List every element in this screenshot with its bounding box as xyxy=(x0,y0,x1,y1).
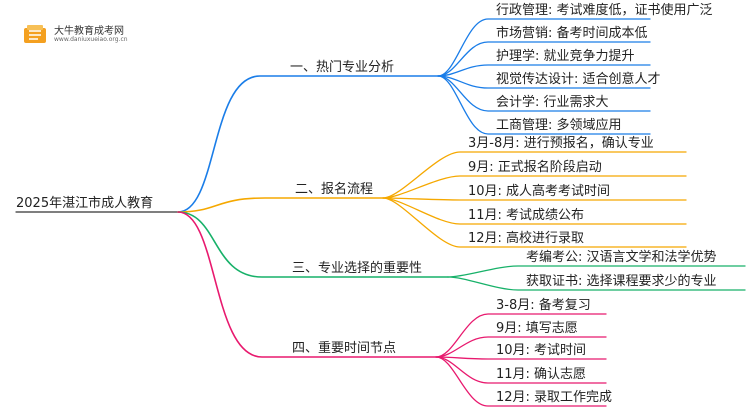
branch-node-4: 四、重要时间节点 xyxy=(292,341,397,356)
leaf-connector-4-1 xyxy=(435,313,607,358)
branch-connector-4 xyxy=(177,211,437,358)
leaf-node-1-4: 视觉传达设计: 适合创意人才 xyxy=(496,72,661,87)
leaf-node-1-1: 行政管理: 考试难度低，证书使用广泛 xyxy=(496,3,713,18)
branch-connector-3 xyxy=(177,211,449,278)
branch-node-1: 一、热门专业分析 xyxy=(290,60,395,75)
leaf-connector-2-5 xyxy=(382,197,687,248)
leaf-node-2-5: 12月: 高校进行录取 xyxy=(468,231,585,246)
leaf-node-4-5: 12月: 录取工作完成 xyxy=(496,390,613,405)
leaf-node-1-6: 工商管理: 多领域应用 xyxy=(496,118,622,133)
leaf-node-2-1: 3月-8月: 进行预报名，确认专业 xyxy=(468,136,654,151)
leaf-node-1-2: 市场营销: 备考时间成本低 xyxy=(496,26,648,41)
leaf-node-3-2: 获取证书: 选择课程要求少的专业 xyxy=(526,274,717,289)
leaf-node-2-4: 11月: 考试成绩公布 xyxy=(468,208,585,223)
leaf-connector-1-3 xyxy=(437,64,651,77)
logo-url: www.daniuxueiao.org.cn xyxy=(54,36,128,43)
leaf-node-1-3: 护理学: 就业竞争力提升 xyxy=(496,49,635,64)
leaf-node-2-3: 10月: 成人高考考试时间 xyxy=(468,184,611,199)
leaf-node-1-5: 会计学: 行业需求大 xyxy=(496,95,609,110)
leaf-connector-2-1 xyxy=(382,151,687,199)
leaf-connector-4-2 xyxy=(435,336,607,358)
leaf-node-4-1: 3-8月: 备考复习 xyxy=(496,298,591,313)
leaf-connector-1-6 xyxy=(437,75,651,135)
leaf-connector-4-3 xyxy=(435,356,607,360)
leaf-connector-1-1 xyxy=(437,18,651,77)
leaf-connector-3-2 xyxy=(447,276,746,291)
leaf-connector-2-3 xyxy=(382,197,687,201)
site-logo: 大牛教育成考网 www.daniuxueiao.org.cn xyxy=(20,19,190,49)
leaf-node-2-2: 9月: 正式报名阶段启动 xyxy=(468,160,602,175)
book-logo-icon xyxy=(24,25,46,43)
branch-connector-1 xyxy=(177,75,439,213)
branch-node-3: 三、专业选择的重要性 xyxy=(292,261,423,276)
leaf-connector-2-2 xyxy=(382,175,687,199)
leaf-connector-4-4 xyxy=(435,356,607,384)
leaf-node-4-3: 10月: 考试时间 xyxy=(496,343,587,358)
logo-name: 大牛教育成考网 xyxy=(54,26,124,37)
leaf-node-4-4: 11月: 确认志愿 xyxy=(496,367,587,382)
root-node: 2025年湛江市成人教育 xyxy=(16,196,154,211)
leaf-connector-4-5 xyxy=(435,356,607,407)
leaf-connector-1-5 xyxy=(437,75,651,112)
leaf-connector-2-4 xyxy=(382,197,687,225)
leaf-node-4-2: 9月: 填写志愿 xyxy=(496,321,578,336)
branch-connector-2 xyxy=(177,197,384,213)
branch-node-2: 二、报名流程 xyxy=(295,182,374,197)
leaf-connector-1-2 xyxy=(437,41,651,77)
leaf-connector-3-1 xyxy=(447,265,746,278)
leaf-node-3-1: 考编考公: 汉语言文学和法学优势 xyxy=(526,250,717,265)
